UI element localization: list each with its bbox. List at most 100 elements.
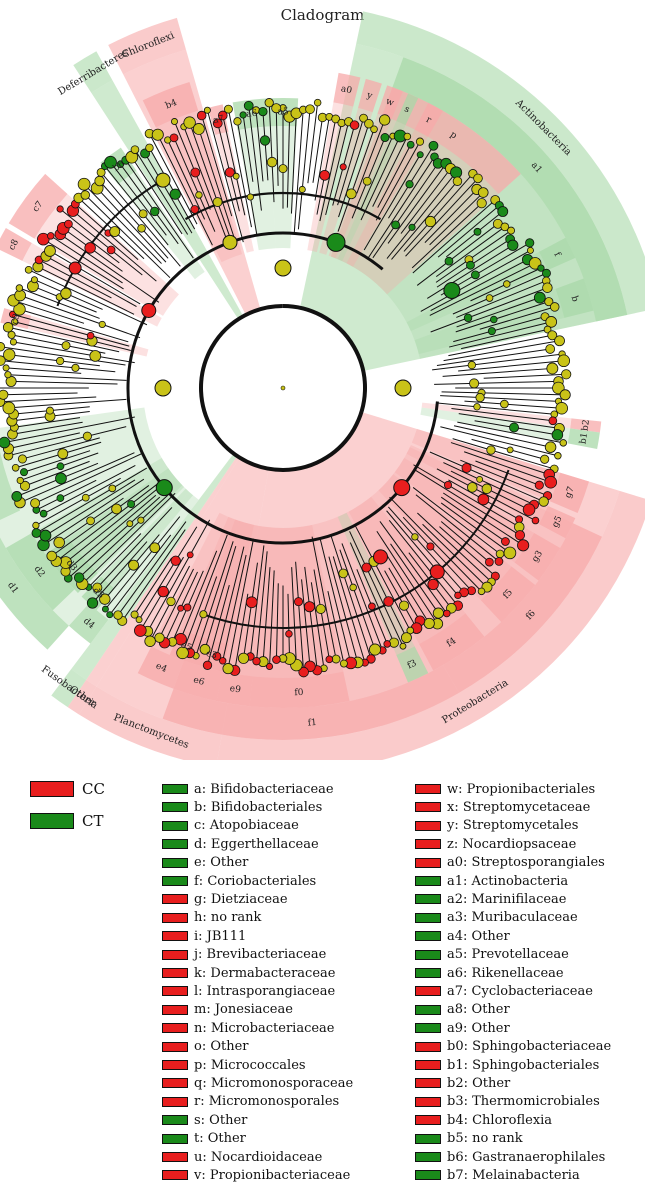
inner-node — [246, 193, 254, 201]
legend-item: b7: Melainabacteria — [415, 1166, 580, 1184]
branch-line — [458, 413, 560, 429]
legend-item-label: a9: Other — [447, 1020, 510, 1036]
inner-node — [57, 448, 69, 460]
leaf-node — [359, 113, 368, 123]
clade-band — [356, 11, 645, 315]
subclade-band — [5, 533, 75, 611]
subclade-band — [249, 671, 350, 708]
branch-line — [131, 156, 183, 235]
ct-swatch — [30, 813, 74, 829]
branch-line — [207, 584, 230, 666]
legend-swatch — [415, 986, 441, 997]
legend-swatch — [162, 857, 188, 868]
leaf-node — [196, 110, 207, 121]
branch-line — [464, 400, 562, 409]
legend-item-label: l: Intrasporangiaceae — [194, 983, 336, 999]
branch-line — [262, 111, 269, 181]
legend-item-label: a6: Rikenellaceae — [447, 965, 564, 981]
branch-line — [412, 199, 496, 274]
leaf-node — [154, 632, 165, 643]
branch-line — [338, 123, 370, 218]
branch-line — [78, 492, 171, 578]
inner-node — [315, 603, 326, 614]
legend-item-label: a4: Other — [447, 928, 510, 944]
clade-label: w — [384, 97, 395, 109]
inner-node — [108, 484, 117, 493]
leaf-node — [383, 640, 391, 648]
leaf-node — [337, 118, 346, 128]
branch-line — [67, 496, 161, 579]
legend-item-label: a5: Prevotellaceae — [447, 947, 569, 963]
branch-line — [312, 117, 323, 183]
legend-swatch — [162, 784, 188, 794]
legend-item: h: no rank — [162, 909, 261, 927]
inner-node — [475, 392, 485, 403]
clade-label: s — [403, 104, 412, 115]
legend-item: f: Coriobacteriales — [162, 872, 316, 890]
branch-line — [463, 451, 551, 483]
inner-node — [177, 604, 185, 612]
branch-line — [19, 308, 129, 343]
legend-item-label: b0: Sphingobacteriaceae — [447, 1039, 612, 1055]
clade-node — [155, 479, 173, 497]
subclade-shade — [353, 447, 574, 666]
legend-swatch — [415, 968, 441, 978]
legend-swatch — [162, 1041, 188, 1052]
branch-line — [37, 266, 135, 315]
branch-line — [483, 373, 567, 379]
branch-line — [275, 108, 279, 186]
legend-item: a6: Rikenellaceae — [415, 964, 564, 982]
leaf-node — [171, 118, 178, 125]
clade-label: y — [365, 90, 375, 102]
subclade-shade — [180, 516, 240, 638]
branch-line — [14, 417, 81, 428]
inner-node — [84, 242, 96, 254]
leaf-node — [364, 118, 374, 129]
legend-item: x: Streptomycetaceae — [415, 798, 590, 816]
subclade-band — [396, 646, 429, 683]
leaf-node — [101, 605, 109, 613]
branch-line — [174, 121, 211, 210]
branch-line — [24, 460, 90, 487]
branch-line — [28, 269, 148, 326]
legend-item: y: Streptomycetales — [415, 817, 578, 835]
leaf-node — [183, 116, 196, 129]
legend-item: a9: Other — [415, 1019, 510, 1037]
legend-item-label: d: Eggerthellaceae — [194, 836, 319, 852]
branch-line — [99, 180, 169, 259]
branch-line — [147, 519, 211, 632]
branch-line — [440, 496, 506, 542]
inner-node — [56, 356, 65, 366]
leaf-node — [450, 166, 463, 179]
legend-item: p: Micrococcales — [162, 1056, 306, 1074]
branch-line — [32, 285, 97, 313]
legend-item: o: Other — [162, 1038, 249, 1056]
inner-node — [46, 406, 54, 415]
inner-node — [86, 331, 95, 340]
leaf-node — [11, 463, 20, 472]
branch-line — [437, 402, 555, 415]
branch-line — [366, 156, 435, 260]
inner-node — [71, 363, 80, 372]
leaf-node — [526, 246, 534, 254]
legend-swatch — [162, 949, 188, 960]
branch-line — [436, 348, 551, 367]
subclade-band — [392, 57, 628, 322]
inner-node — [411, 533, 419, 541]
leaf-node — [0, 436, 11, 449]
branch-line — [414, 469, 521, 536]
branch-line — [49, 250, 141, 305]
leaf-node — [501, 537, 510, 546]
branch-line — [0, 360, 116, 373]
branch-line — [360, 135, 401, 221]
branch-line — [72, 210, 157, 282]
branch-line — [388, 519, 459, 606]
leaf-node — [212, 118, 223, 129]
leaf-node — [406, 140, 415, 149]
leaf-node — [544, 441, 557, 453]
branch-line — [448, 334, 553, 357]
branch-line — [236, 121, 258, 237]
inner-node — [426, 542, 435, 551]
inner-node — [304, 601, 316, 613]
branch-line — [206, 110, 244, 243]
